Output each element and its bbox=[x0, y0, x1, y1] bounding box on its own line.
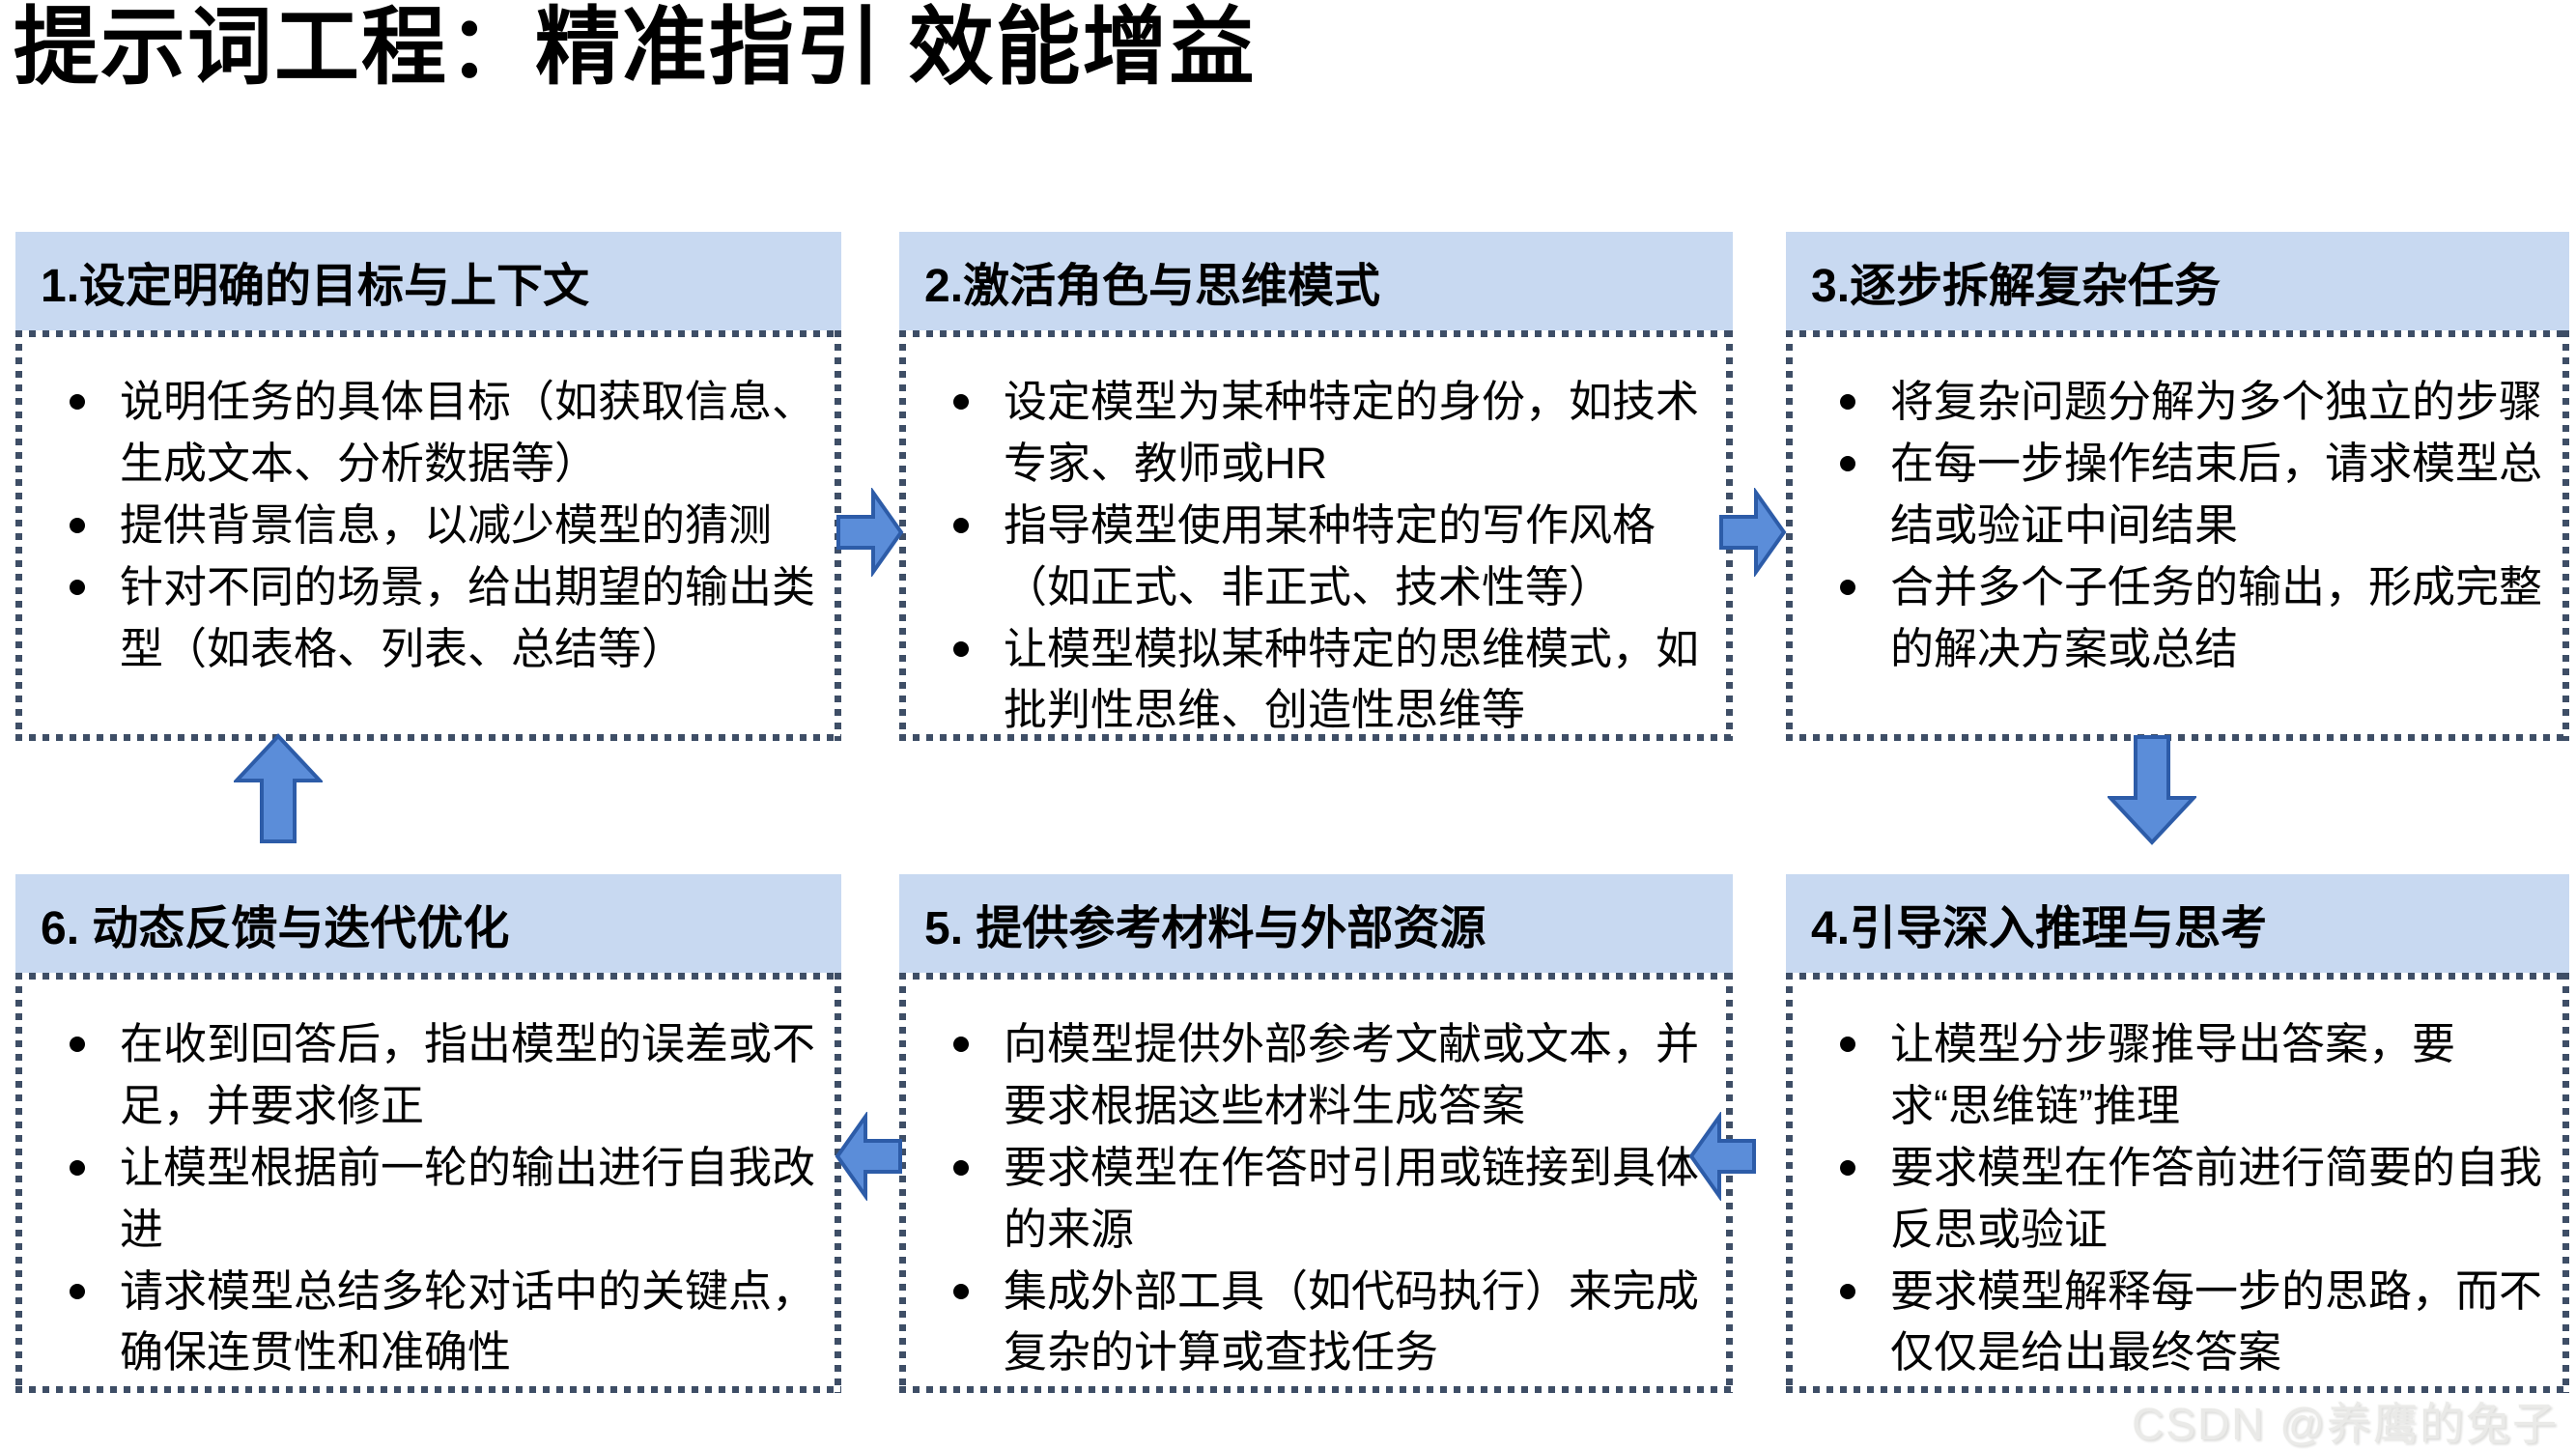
list-item: 请求模型总结多轮对话中的关键点，确保连贯性和准确性 bbox=[58, 1261, 816, 1384]
arrow-right-icon bbox=[1719, 488, 1787, 577]
list-item: 要求模型在作答时引用或链接到具体的来源 bbox=[942, 1137, 1708, 1261]
list-item: 设定模型为某种特定的身份，如技术专家、教师或HR bbox=[942, 371, 1708, 495]
step-box-6-title: 6. 动态反馈与迭代优化 bbox=[41, 903, 510, 954]
step-box-1-body: 说明任务的具体目标（如获取信息、生成文本、分析数据等） 提供背景信息，以减少模型… bbox=[15, 330, 841, 741]
list-item: 将复杂问题分解为多个独立的步骤 bbox=[1828, 371, 2544, 433]
step-box-4-list: 让模型分步骤推导出答案，要求“思维链”推理 要求模型在作答前进行简要的自我反思或… bbox=[1828, 1013, 2544, 1383]
list-item: 指导模型使用某种特定的写作风格（如正式、非正式、技术性等） bbox=[942, 495, 1708, 618]
step-box-5: 5. 提供参考材料与外部资源 向模型提供外部参考文献或文本，并要求根据这些材料生… bbox=[899, 874, 1733, 1393]
step-box-3-body: 将复杂问题分解为多个独立的步骤 在每一步操作结束后，请求模型总结或验证中间结果 … bbox=[1786, 330, 2569, 741]
step-box-6-header: 6. 动态反馈与迭代优化 bbox=[15, 874, 841, 973]
list-item: 集成外部工具（如代码执行）来完成复杂的计算或查找任务 bbox=[942, 1261, 1708, 1384]
step-box-6-body: 在收到回答后，指出模型的误差或不足，并要求修正 让模型根据前一轮的输出进行自我改… bbox=[15, 973, 841, 1393]
step-box-5-header: 5. 提供参考材料与外部资源 bbox=[899, 874, 1733, 973]
arrow-down-icon bbox=[2108, 734, 2196, 846]
step-box-3-header: 3.逐步拆解复杂任务 bbox=[1786, 232, 2569, 330]
step-box-1-list: 说明任务的具体目标（如获取信息、生成文本、分析数据等） 提供背景信息，以减少模型… bbox=[58, 371, 816, 679]
step-box-5-body: 向模型提供外部参考文献或文本，并要求根据这些材料生成答案 要求模型在作答时引用或… bbox=[899, 973, 1733, 1393]
step-box-3-list: 将复杂问题分解为多个独立的步骤 在每一步操作结束后，请求模型总结或验证中间结果 … bbox=[1828, 371, 2544, 679]
list-item: 合并多个子任务的输出，形成完整的解决方案或总结 bbox=[1828, 556, 2544, 680]
list-item: 让模型分步骤推导出答案，要求“思维链”推理 bbox=[1828, 1013, 2544, 1137]
step-box-3: 3.逐步拆解复杂任务 将复杂问题分解为多个独立的步骤 在每一步操作结束后，请求模… bbox=[1786, 232, 2569, 741]
page-title: 提示词工程：精准指引 效能增益 bbox=[14, 0, 1257, 95]
step-box-2-header: 2.激活角色与思维模式 bbox=[899, 232, 1733, 330]
list-item: 针对不同的场景，给出期望的输出类型（如表格、列表、总结等） bbox=[58, 556, 816, 680]
list-item: 要求模型解释每一步的思路，而不仅仅是给出最终答案 bbox=[1828, 1261, 2544, 1384]
list-item: 在每一步操作结束后，请求模型总结或验证中间结果 bbox=[1828, 433, 2544, 556]
list-item: 在收到回答后，指出模型的误差或不足，并要求修正 bbox=[58, 1013, 816, 1137]
step-box-1-header: 1.设定明确的目标与上下文 bbox=[15, 232, 841, 330]
arrow-right-icon bbox=[836, 488, 904, 577]
step-box-2-body: 设定模型为某种特定的身份，如技术专家、教师或HR 指导模型使用某种特定的写作风格… bbox=[899, 330, 1733, 741]
list-item: 让模型根据前一轮的输出进行自我改进 bbox=[58, 1137, 816, 1261]
step-box-2-title: 2.激活角色与思维模式 bbox=[924, 261, 1381, 312]
step-box-4-title: 4.引导深入推理与思考 bbox=[1811, 903, 2268, 954]
step-box-4: 4.引导深入推理与思考 让模型分步骤推导出答案，要求“思维链”推理 要求模型在作… bbox=[1786, 874, 2569, 1393]
step-box-5-list: 向模型提供外部参考文献或文本，并要求根据这些材料生成答案 要求模型在作答时引用或… bbox=[942, 1013, 1708, 1383]
list-item: 让模型模拟某种特定的思维模式，如批判性思维、创造性思维等 bbox=[942, 618, 1708, 742]
step-box-1-title: 1.设定明确的目标与上下文 bbox=[41, 261, 590, 312]
step-box-2: 2.激活角色与思维模式 设定模型为某种特定的身份，如技术专家、教师或HR 指导模… bbox=[899, 232, 1733, 741]
list-item: 要求模型在作答前进行简要的自我反思或验证 bbox=[1828, 1137, 2544, 1261]
csdn-watermark: CSDN @养鹰的兔子 bbox=[2132, 1399, 2559, 1449]
step-box-6-list: 在收到回答后，指出模型的误差或不足，并要求修正 让模型根据前一轮的输出进行自我改… bbox=[58, 1013, 816, 1383]
arrow-left-icon bbox=[1688, 1112, 1756, 1201]
step-box-4-body: 让模型分步骤推导出答案，要求“思维链”推理 要求模型在作答前进行简要的自我反思或… bbox=[1786, 973, 2569, 1393]
step-box-5-title: 5. 提供参考材料与外部资源 bbox=[924, 903, 1486, 954]
step-box-6: 6. 动态反馈与迭代优化 在收到回答后，指出模型的误差或不足，并要求修正 让模型… bbox=[15, 874, 841, 1393]
list-item: 向模型提供外部参考文献或文本，并要求根据这些材料生成答案 bbox=[942, 1013, 1708, 1137]
arrow-up-icon bbox=[234, 732, 323, 844]
list-item: 说明任务的具体目标（如获取信息、生成文本、分析数据等） bbox=[58, 371, 816, 495]
step-box-3-title: 3.逐步拆解复杂任务 bbox=[1811, 261, 2222, 312]
step-box-1: 1.设定明确的目标与上下文 说明任务的具体目标（如获取信息、生成文本、分析数据等… bbox=[15, 232, 841, 741]
arrow-left-icon bbox=[835, 1112, 902, 1201]
list-item: 提供背景信息，以减少模型的猜测 bbox=[58, 495, 816, 556]
step-box-4-header: 4.引导深入推理与思考 bbox=[1786, 874, 2569, 973]
step-box-2-list: 设定模型为某种特定的身份，如技术专家、教师或HR 指导模型使用某种特定的写作风格… bbox=[942, 371, 1708, 741]
